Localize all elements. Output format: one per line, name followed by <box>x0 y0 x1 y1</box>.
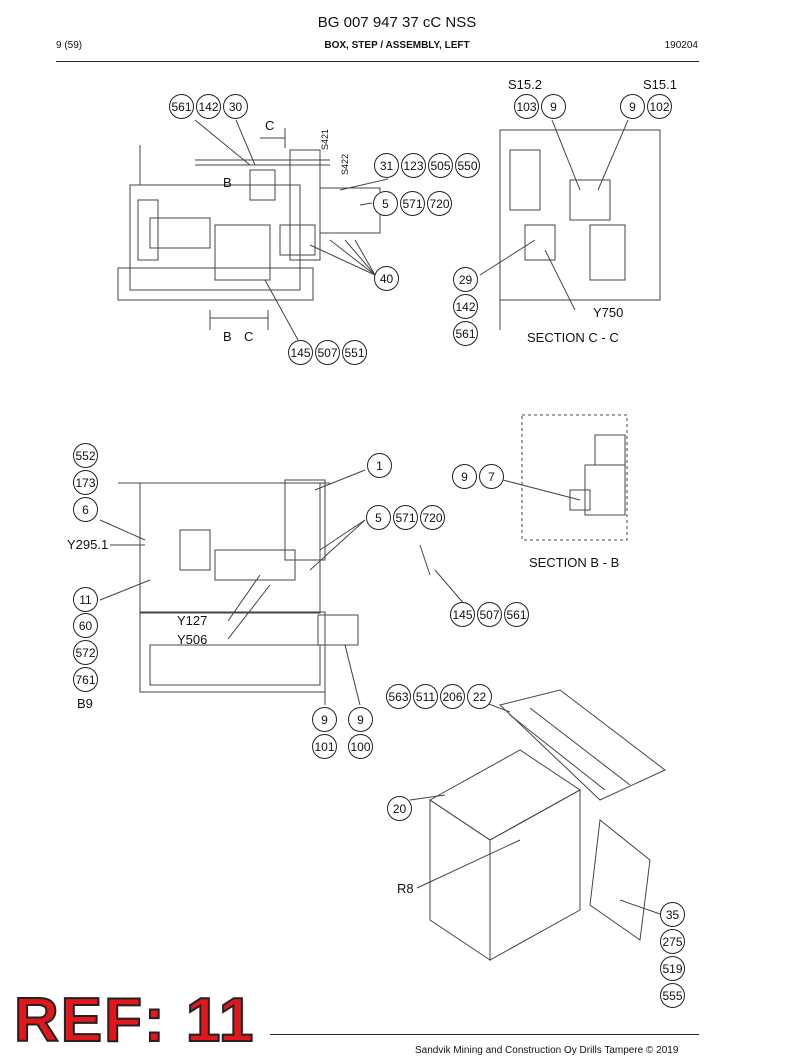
callout-bubble: 9 <box>620 94 645 119</box>
callout-bubble: 173 <box>73 470 98 495</box>
callout-bubble: 9 <box>541 94 566 119</box>
callout-bubble: 6 <box>73 497 98 522</box>
callout-bubble: 551 <box>342 340 367 365</box>
component-label-s422: S422 <box>340 153 350 175</box>
callout-bubble: 35 <box>660 902 685 927</box>
callout-bubble: 206 <box>440 684 465 709</box>
callout-bubble: 563 <box>386 684 411 709</box>
callout-bubble: 29 <box>453 267 478 292</box>
component-label-s15-1: S15.1 <box>643 77 677 92</box>
callout-bubble: 555 <box>660 983 685 1008</box>
section-marker-c: C <box>265 118 275 133</box>
callout-bubble: 145 <box>450 602 475 627</box>
isometric-view <box>409 689 666 961</box>
component-label-s421: S421 <box>320 128 330 150</box>
footer-rule <box>270 1034 699 1035</box>
callout-bubble: 145 <box>288 340 313 365</box>
callout-bubble: 511 <box>413 684 438 709</box>
callout-bubble: 1 <box>367 453 392 478</box>
footer-copyright: Sandvik Mining and Construction Oy Drill… <box>415 1045 679 1056</box>
callout-bubble: 561 <box>453 321 478 346</box>
section-title-cc: SECTION C - C <box>527 330 619 345</box>
callout-bubble: 31 <box>374 153 399 178</box>
callout-bubble: 561 <box>504 602 529 627</box>
callout-bubble: 507 <box>477 602 502 627</box>
component-label-s15-2: S15.2 <box>508 77 542 92</box>
callout-bubble: 101 <box>312 734 337 759</box>
callout-bubble: 142 <box>453 294 478 319</box>
callout-bubble: 550 <box>455 153 480 178</box>
callout-bubble: 505 <box>428 153 453 178</box>
callout-bubble: 60 <box>73 613 98 638</box>
callout-bubble: 720 <box>427 191 452 216</box>
callout-bubble: 561 <box>169 94 194 119</box>
component-label-b9: B9 <box>77 696 93 711</box>
component-label-y127: Y127 <box>177 613 208 628</box>
callout-bubble: 123 <box>401 153 426 178</box>
callout-bubble: 720 <box>420 505 445 530</box>
component-label-y750: Y750 <box>593 305 624 320</box>
top-left-view <box>117 119 389 341</box>
callout-bubble: 552 <box>73 443 98 468</box>
callout-bubble: 572 <box>73 640 98 665</box>
callout-bubble: 519 <box>660 956 685 981</box>
component-label-r8: R8 <box>397 881 414 896</box>
section-marker-b: B <box>223 175 232 190</box>
callout-bubble: 9 <box>452 464 477 489</box>
page-subtitle: BOX, STEP / ASSEMBLY, LEFT <box>324 40 470 51</box>
page-title: BG 007 947 37 cC NSS <box>317 14 477 31</box>
callout-bubble: 5 <box>366 505 391 530</box>
component-label-y506: Y506 <box>177 632 208 647</box>
callout-bubble: 142 <box>196 94 221 119</box>
callout-bubble: 20 <box>387 796 412 821</box>
callout-bubble: 40 <box>374 266 399 291</box>
dimension-label-b: B <box>223 329 232 344</box>
callout-bubble: 30 <box>223 94 248 119</box>
dimension-label-c: C <box>244 329 254 344</box>
callout-bubble: 9 <box>348 707 373 732</box>
callout-bubble: 571 <box>400 191 425 216</box>
section-title-bb: SECTION B - B <box>529 555 620 570</box>
callout-bubble: 7 <box>479 464 504 489</box>
callout-bubble: 275 <box>660 929 685 954</box>
callout-bubble: 9 <box>312 707 337 732</box>
page-date: 190204 <box>664 40 698 51</box>
section-bb-view <box>419 414 628 606</box>
callout-bubble: 761 <box>73 667 98 692</box>
callout-bubble: 102 <box>647 94 672 119</box>
reference-stamp: REF: 11 <box>13 985 256 1056</box>
callout-bubble: 103 <box>514 94 539 119</box>
component-label-y295-1: Y295.1 <box>67 537 109 552</box>
middle-left-view <box>99 469 366 706</box>
callout-bubble: 22 <box>467 684 492 709</box>
section-cc-view <box>479 119 661 330</box>
header-rule <box>56 61 699 62</box>
callout-bubble: 100 <box>348 734 373 759</box>
callout-bubble: 11 <box>73 587 98 612</box>
callout-bubble: 571 <box>393 505 418 530</box>
callout-bubble: 507 <box>315 340 340 365</box>
callout-bubble: 5 <box>373 191 398 216</box>
page-number: 9 (59) <box>56 40 83 51</box>
